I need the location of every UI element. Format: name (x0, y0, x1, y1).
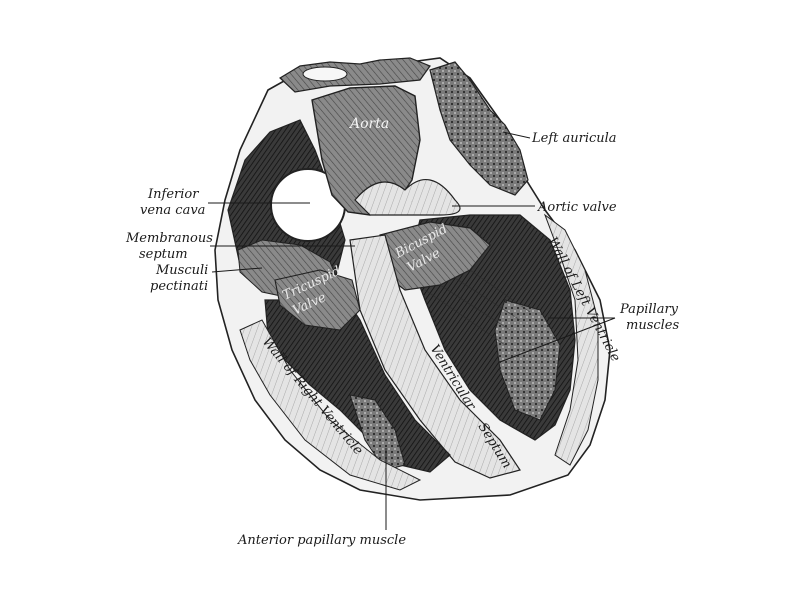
left-auricula (429, 61, 529, 196)
musculi-pectinati-leader (211, 267, 263, 273)
membranous-septum-label-line1: Membranous (125, 231, 213, 246)
left-auricula-label: Left auricula (531, 131, 617, 146)
musculi-pectinati-label-line1: Musculi (155, 263, 208, 278)
chordae-tendineae (424, 269, 531, 346)
top-vessels (279, 57, 431, 93)
left-papillary-muscle (494, 299, 561, 421)
papillary-muscles-label-line2: muscles (626, 318, 680, 333)
heart-body (214, 57, 611, 501)
membranous-septum-label-line2: septum (139, 247, 188, 262)
right-ventricle-wall (239, 319, 422, 491)
aorta-label: Aorta (348, 116, 389, 132)
left-ventricle-wall (543, 213, 599, 466)
left-auricula-leader (502, 131, 531, 139)
inferior-vena-cava-label-line1: Inferior (147, 187, 199, 202)
aortic-valve-cusps (354, 179, 461, 216)
anterior-papillary-muscle-label: Anterior papillary muscle (237, 533, 406, 548)
ventricular-septum (349, 234, 521, 479)
pulmonary-vessel-opening (302, 66, 348, 82)
anterior-papillary-muscle (349, 394, 406, 471)
papillary-muscles-label-line1: Papillary (619, 302, 679, 317)
musculi-pectinati-label-line2: pectinati (150, 279, 208, 294)
papillary-muscles-leader-lower (499, 317, 616, 363)
aortic-valve-label: Aortic valve (537, 200, 617, 215)
tricuspid-valve-leaflet (274, 269, 361, 331)
inferior-vena-cava-label-line2: vena cava (140, 203, 205, 218)
